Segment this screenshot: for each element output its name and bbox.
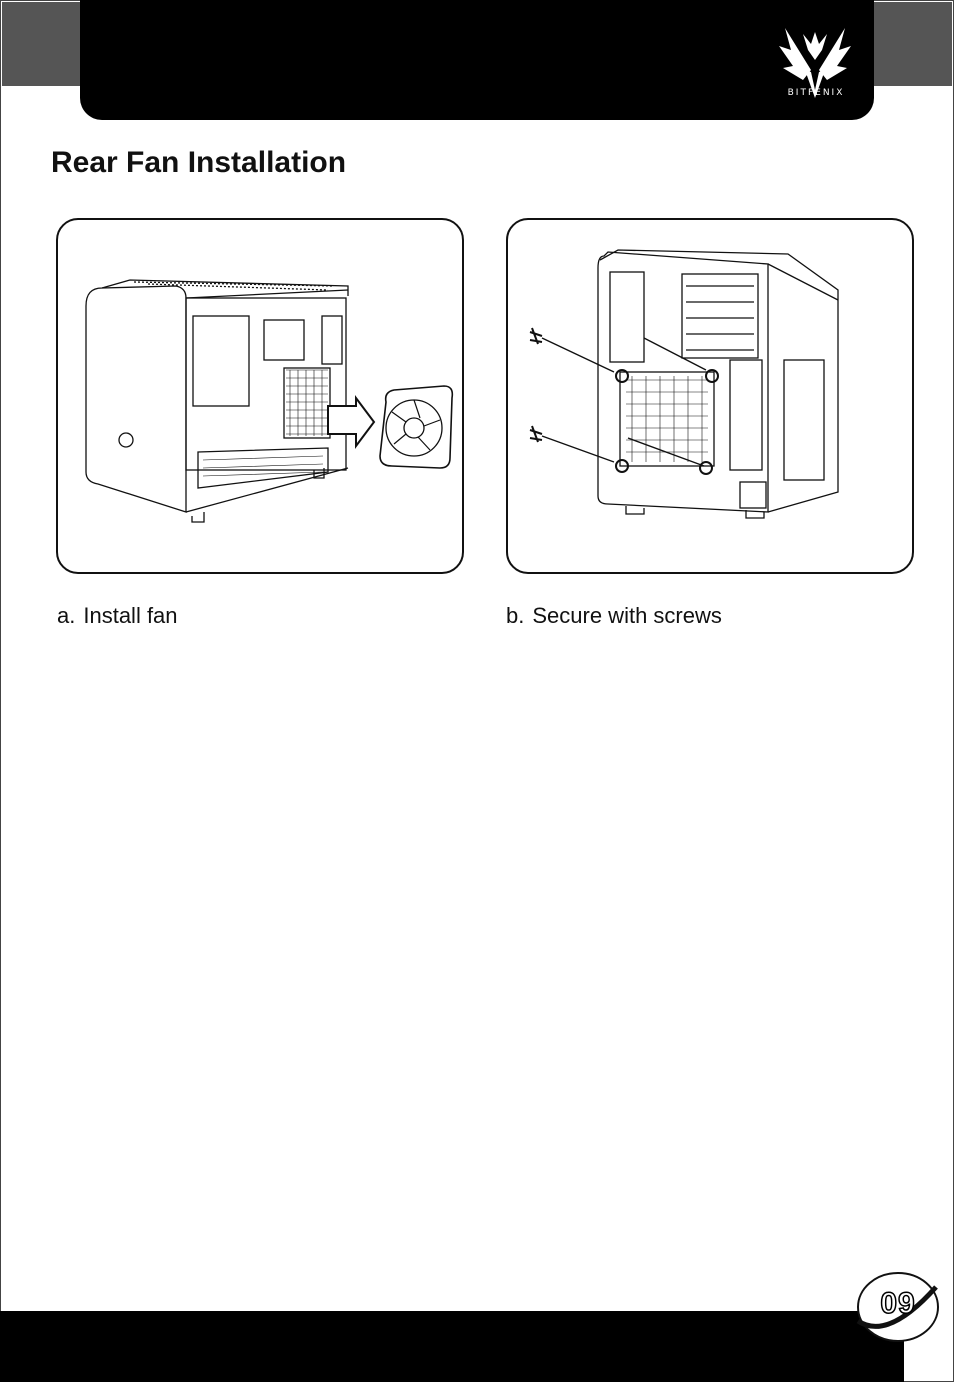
step-label: Secure with screws — [532, 603, 722, 628]
illustration-panel-install-fan — [56, 218, 464, 574]
step-caption-b: b. Secure with screws — [506, 603, 722, 629]
brand-wordmark: BITFENIX — [787, 88, 845, 98]
case-rear-illustration — [529, 249, 839, 519]
header-corner-right — [872, 2, 952, 86]
header-bar — [80, 0, 874, 120]
header-corner-left — [2, 2, 82, 86]
step-caption-a: a. Install fan — [57, 603, 178, 629]
step-letter: a. — [57, 603, 76, 628]
page-badge-ring — [856, 1272, 939, 1342]
footer-bar — [0, 1311, 904, 1382]
page-title: Rear Fan Installation — [51, 146, 347, 179]
illustration-panel-secure-screws — [506, 218, 914, 574]
page-number: 09 — [880, 1286, 916, 1321]
case-side-illustration — [85, 279, 454, 523]
step-label: Install fan — [83, 603, 178, 628]
step-letter: b. — [506, 603, 525, 628]
bitfenix-phoenix-icon — [779, 28, 851, 98]
